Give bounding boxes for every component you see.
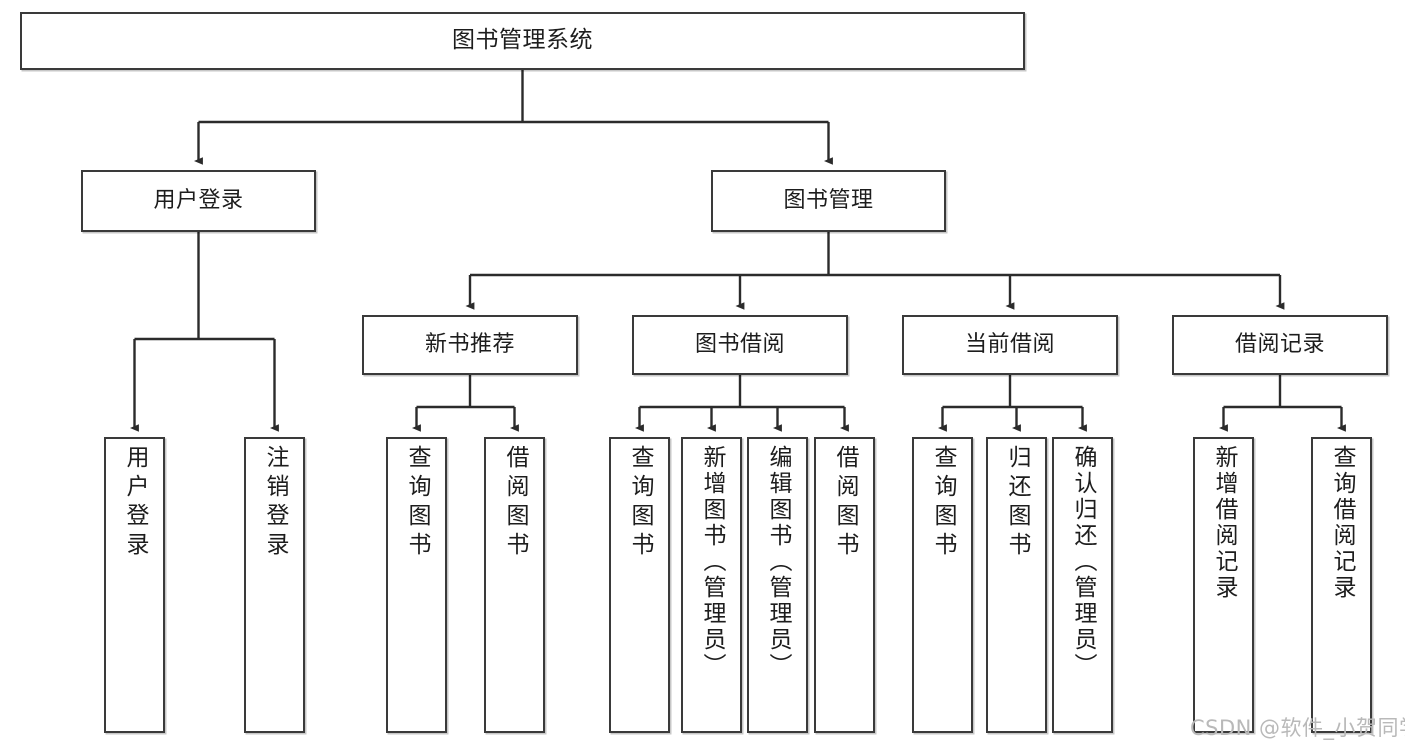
node-root[interactable]: 图书管理系统 — [20, 12, 1025, 70]
leaf-add-book[interactable]: 新增图书（管理员） — [681, 437, 742, 733]
leaf-query-book-borrow[interactable]: 查询图书 — [609, 437, 670, 733]
leaf-query-book-recommend-label: 查询图书 — [404, 445, 430, 561]
leaf-borrow-book[interactable]: 借阅图书 — [814, 437, 875, 733]
leaf-return-book[interactable]: 归还图书 — [986, 437, 1047, 733]
leaf-user-login-label: 用户登录 — [122, 445, 148, 561]
leaf-query-borrow-record-label: 查询借阅记录 — [1329, 445, 1355, 601]
node-book-borrow-label: 图书借阅 — [694, 331, 785, 357]
leaf-logout[interactable]: 注销登录 — [244, 437, 305, 733]
node-current-borrow-label: 当前借阅 — [964, 331, 1055, 357]
leaf-confirm-return[interactable]: 确认归还（管理员） — [1052, 437, 1113, 733]
leaf-borrow-book-recommend[interactable]: 借阅图书 — [484, 437, 545, 733]
node-user-login[interactable]: 用户登录 — [81, 170, 316, 232]
leaf-add-borrow-record-label: 新增借阅记录 — [1211, 445, 1237, 601]
node-root-label: 图书管理系统 — [452, 27, 593, 54]
leaf-edit-book[interactable]: 编辑图书（管理员） — [747, 437, 808, 733]
leaf-query-borrow-record[interactable]: 查询借阅记录 — [1311, 437, 1372, 733]
leaf-query-book-current-label: 查询图书 — [930, 445, 956, 561]
leaf-borrow-book-label: 借阅图书 — [832, 445, 858, 561]
leaf-query-book-recommend[interactable]: 查询图书 — [386, 437, 447, 733]
node-new-book-recommend[interactable]: 新书推荐 — [362, 315, 578, 375]
leaf-query-book-borrow-label: 查询图书 — [627, 445, 653, 561]
watermark-text: CSDN @软件_小贺同学 — [1190, 716, 1405, 740]
node-user-login-label: 用户登录 — [153, 187, 244, 213]
leaf-user-login[interactable]: 用户登录 — [104, 437, 165, 733]
node-current-borrow[interactable]: 当前借阅 — [902, 315, 1118, 375]
node-book-manage[interactable]: 图书管理 — [711, 170, 946, 232]
node-book-borrow[interactable]: 图书借阅 — [632, 315, 848, 375]
leaf-borrow-book-recommend-label: 借阅图书 — [502, 445, 528, 561]
leaf-query-book-current[interactable]: 查询图书 — [912, 437, 973, 733]
leaf-add-book-label: 新增图书（管理员） — [699, 445, 725, 679]
leaf-edit-book-label: 编辑图书（管理员） — [765, 445, 791, 679]
leaf-return-book-label: 归还图书 — [1004, 445, 1030, 561]
node-borrow-record-label: 借阅记录 — [1234, 331, 1325, 357]
leaf-logout-label: 注销登录 — [262, 445, 288, 561]
node-book-manage-label: 图书管理 — [783, 187, 874, 213]
leaf-add-borrow-record[interactable]: 新增借阅记录 — [1193, 437, 1254, 733]
node-new-book-recommend-label: 新书推荐 — [424, 331, 515, 357]
leaf-confirm-return-label: 确认归还（管理员） — [1070, 445, 1096, 679]
node-borrow-record[interactable]: 借阅记录 — [1172, 315, 1388, 375]
